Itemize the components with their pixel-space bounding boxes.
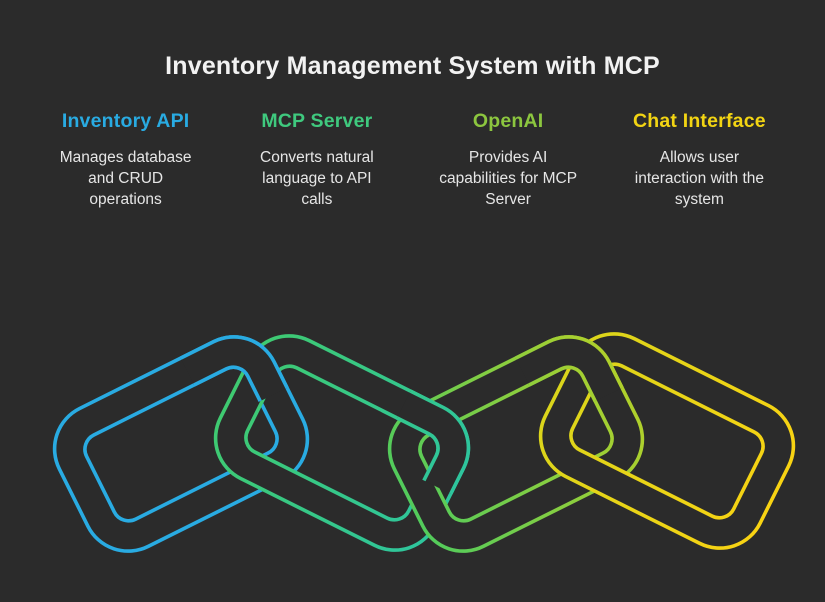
column-description-chat-interface: Allows user interaction with the system [634,149,764,209]
column-heading-mcp-server: MCP Server [261,110,373,132]
column-openai: OpenAI Provides AI capabilities for MCP … [413,110,604,210]
column-description-mcp-server: Converts natural language to API calls [260,149,374,209]
page-title: Inventory Management System with MCP [165,52,660,80]
column-inventory-api: Inventory API Manages database and CRUD … [30,110,221,210]
column-heading-chat-interface: Chat Interface [632,110,766,132]
column-description-inventory-api: Manages database and CRUD operations [59,149,192,209]
column-heading-inventory-api: Inventory API [61,110,190,132]
column-chat-interface: Chat Interface Allows user interaction w… [604,110,795,210]
column-mcp-server: MCP Server Converts natural language to … [221,110,412,210]
diagram-page: Inventory Management System with MCP Inv… [0,52,825,569]
column-heading-openai: OpenAI [472,110,544,132]
chain-illustration [37,316,811,569]
legend-columns: Inventory API Manages database and CRUD … [0,110,825,210]
column-description-openai: Provides AI capabilities for MCP Server [439,149,578,209]
